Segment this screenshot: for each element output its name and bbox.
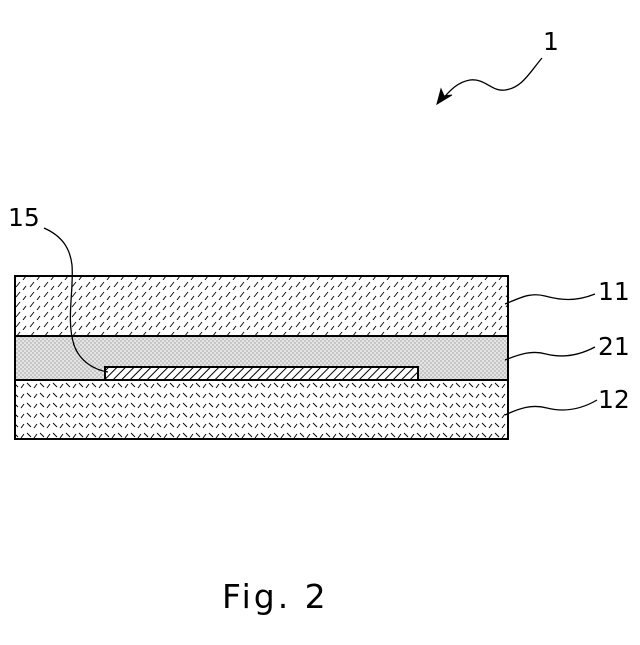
- leader-line-21: [505, 347, 595, 360]
- label-layer-12: 12: [598, 385, 630, 414]
- leader-line-11: [505, 294, 595, 304]
- label-element-15: 15: [8, 203, 40, 232]
- layer-bottom: [15, 380, 508, 439]
- layer-top: [15, 276, 508, 336]
- figure-caption: Fig. 2: [222, 577, 329, 616]
- label-layer-21: 21: [598, 332, 630, 361]
- leader-line-12: [505, 400, 597, 415]
- label-assembly: 1: [543, 27, 559, 56]
- assembly-arrow-curve: [442, 58, 542, 100]
- label-layer-11: 11: [598, 277, 630, 306]
- embedded-element: [105, 367, 418, 380]
